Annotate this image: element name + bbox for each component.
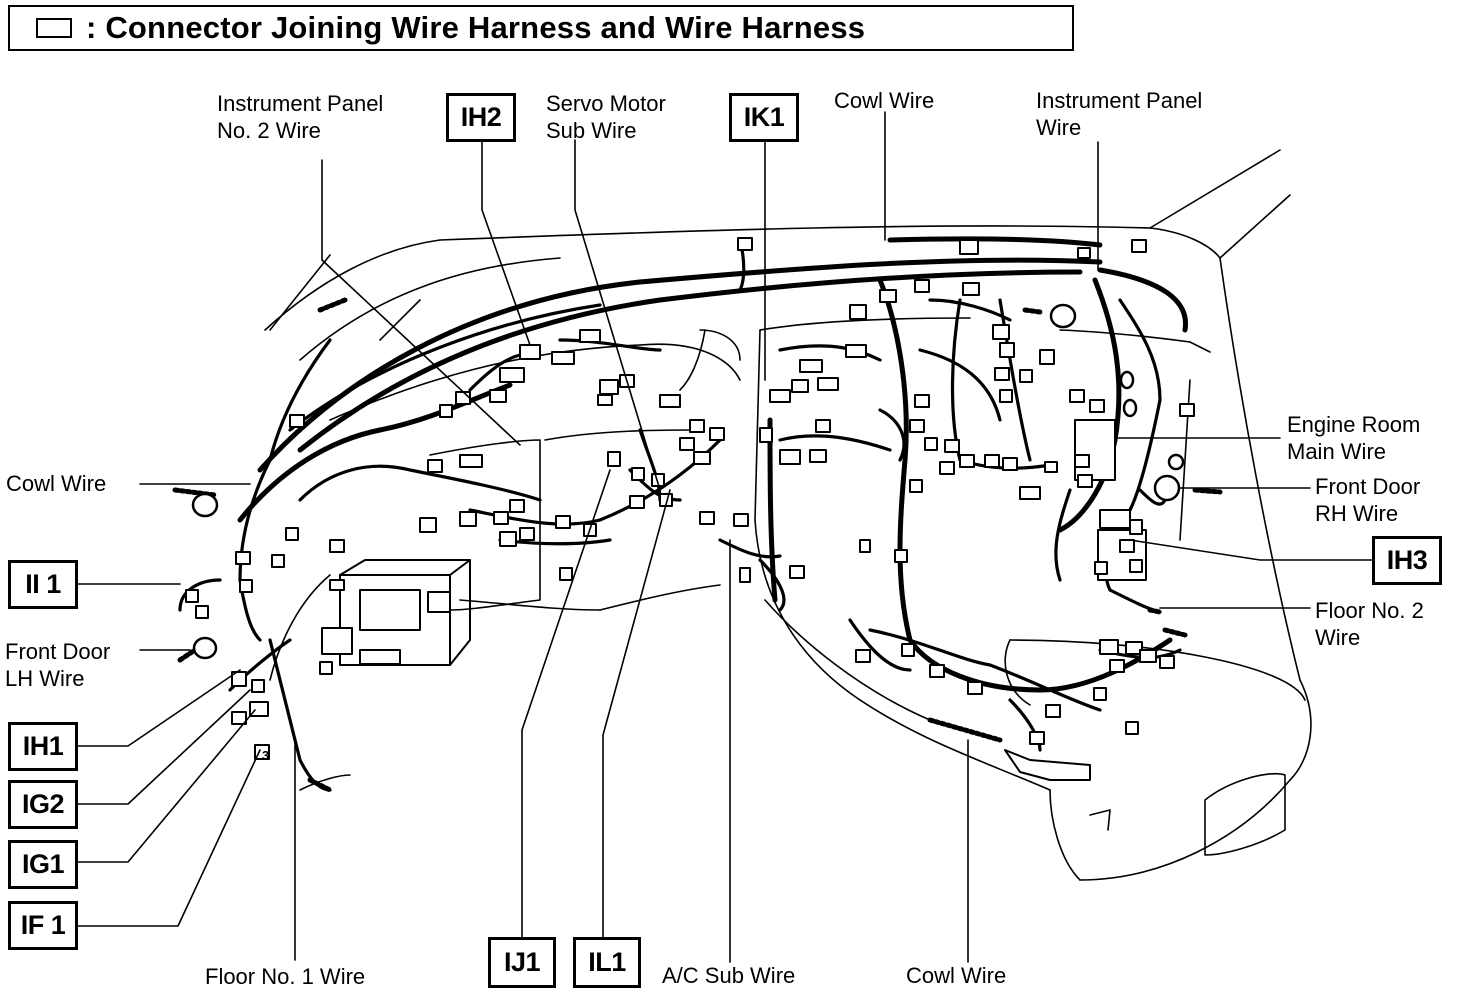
label-instrument-panel-wire: Instrument Panel Wire: [1036, 88, 1203, 140]
label-servo-motor-sub-wire: Servo Motor Sub Wire: [546, 91, 666, 143]
main-harness-bundles: [237, 236, 1189, 693]
title-text: : Connector Joining Wire Harness and Wir…: [86, 10, 866, 45]
label-cowl-wire-left: Cowl Wire: [6, 471, 107, 496]
label-ac-sub-wire: A/C Sub Wire: [662, 963, 796, 988]
small-connectors: [185, 237, 1195, 760]
connector-number-3: 3: [262, 748, 269, 763]
connector-code-il1: IL1: [573, 937, 641, 988]
branch-harnesses: [178, 238, 1182, 792]
label-instrument-panel-no2-wire: Instrument Panel No. 2 Wire: [217, 91, 384, 143]
label-front-door-rh-wire: Front Door RH Wire: [1315, 474, 1421, 526]
label-engine-room-main-wire: Engine Room Main Wire: [1287, 412, 1421, 464]
connector-code-ih1: IH1: [8, 722, 78, 771]
connector-code-ih2: IH2: [446, 93, 516, 142]
connector-code-ii1: II 1: [8, 560, 78, 609]
connector-code-ik1: IK1: [729, 93, 799, 142]
diagram-title: : Connector Joining Wire Harness and Wir…: [8, 5, 1074, 51]
connector-code-ig1: IG1: [8, 840, 78, 889]
leader-lines: [77, 111, 1373, 963]
label-cowl-wire-top: Cowl Wire: [834, 88, 935, 113]
grommets: [191, 303, 1185, 660]
label-front-door-lh-wire: Front Door LH Wire: [5, 639, 111, 691]
connector-code-ij1: IJ1: [488, 937, 556, 988]
connector-box-icon: [36, 18, 72, 38]
floor-cover: [1004, 749, 1091, 781]
connector-code-if1: IF 1: [8, 901, 78, 950]
junction-block: [321, 559, 471, 666]
connector-code-ih3: IH3: [1372, 536, 1442, 585]
label-cowl-wire-bottom: Cowl Wire: [906, 963, 1007, 988]
connector-code-ig2: IG2: [8, 780, 78, 829]
label-floor-no2-wire: Floor No. 2 Wire: [1315, 598, 1424, 650]
dashboard-outline: [264, 149, 1312, 881]
label-floor-no1-wire: Floor No. 1 Wire: [205, 964, 366, 989]
floor-wire-dashes: [172, 297, 1223, 793]
